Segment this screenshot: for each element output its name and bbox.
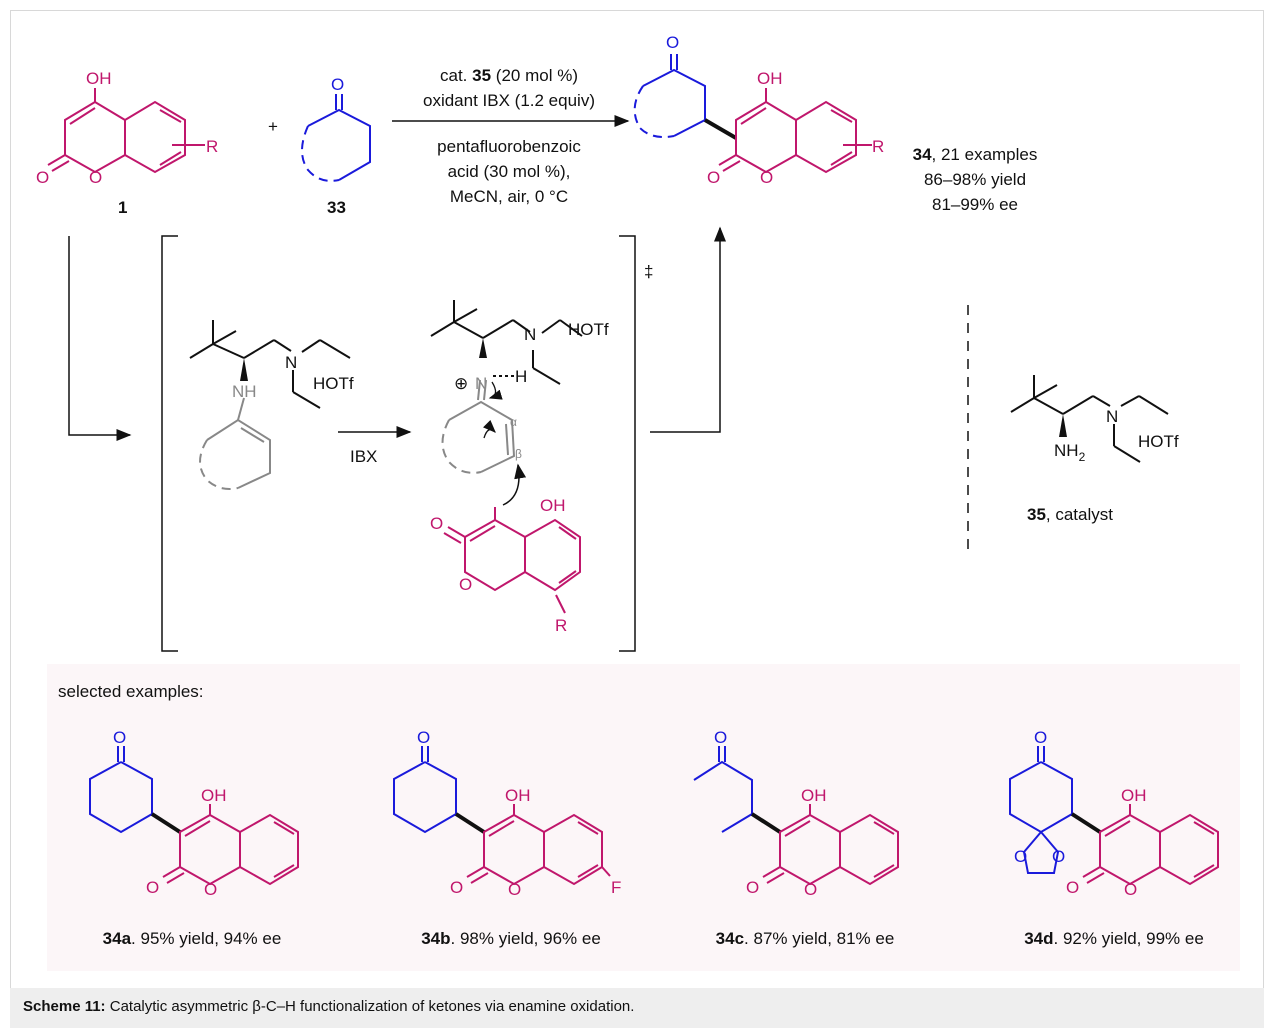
- catalyst-label: 35, catalyst: [1027, 505, 1113, 524]
- ketone-33-o: O: [331, 75, 344, 94]
- conditions-solvent: MeCN, air, 0 °C: [450, 187, 568, 206]
- example-34d-caption: 34d. 92% yield, 99% ee: [1024, 929, 1204, 948]
- example-34c-structure: [693, 746, 899, 886]
- example-34c-ring-o: O: [804, 880, 817, 899]
- product-34-ketone-o: O: [666, 33, 679, 52]
- enamine-nh: NH: [232, 382, 257, 401]
- catalyst-nh2: NH2: [1054, 441, 1086, 464]
- conditions-oxidant: oxidant IBX (1.2 equiv): [423, 91, 595, 110]
- mechanism-exit-arrow: [650, 226, 726, 433]
- product-34-ee: 81–99% ee: [932, 195, 1018, 214]
- example-34d-ring-o: O: [1124, 880, 1137, 899]
- product-34-yield: 86–98% yield: [924, 170, 1026, 189]
- example-34a-caption: 34a. 95% yield, 94% ee: [103, 929, 282, 948]
- catalyst-n: N: [1106, 407, 1118, 426]
- ts-alpha: α: [510, 415, 517, 429]
- enamine-n: N: [285, 353, 297, 372]
- ts-iminium-n: N: [475, 374, 487, 393]
- example-34b-lactone-o: O: [450, 878, 463, 897]
- product-34-summary: 34, 21 examples: [913, 145, 1038, 164]
- plus-sign: +: [268, 117, 278, 136]
- ts-h: H: [515, 367, 527, 386]
- example-34d-ketal-o-left: O: [1014, 847, 1027, 866]
- example-34c-lactone-o: O: [746, 878, 759, 897]
- compound-1-label: 1: [118, 198, 127, 217]
- mechanism-entry-arrow: [68, 236, 132, 441]
- ts-nucleophile-oh: OH: [540, 496, 566, 515]
- example-34a-o: O: [113, 728, 126, 747]
- example-34a-ring-o: O: [204, 880, 217, 899]
- ts-hotf: HOTf: [568, 320, 609, 339]
- coumarin-1-r: R: [206, 137, 218, 156]
- example-34c-caption: 34c. 87% yield, 81% ee: [716, 929, 895, 948]
- example-34b-ring-o: O: [508, 880, 521, 899]
- conditions-additive: pentafluorobenzoic: [437, 137, 581, 156]
- example-34d-oh: OH: [1121, 786, 1147, 805]
- ts-bracket-right: [619, 235, 636, 652]
- ts-nucleophile-carbonyl-o: O: [430, 514, 443, 533]
- example-34b-o: O: [417, 728, 430, 747]
- product-34-ring-o: O: [760, 168, 773, 187]
- ts-nucleophile-r: R: [555, 616, 567, 635]
- caption-label: Scheme 11:: [23, 998, 106, 1015]
- ts-dagger: ‡: [644, 262, 653, 281]
- product-34-oh: OH: [757, 69, 783, 88]
- compound-33-label: 33: [327, 198, 346, 217]
- coumarin-1-structure: [47, 88, 205, 174]
- selected-examples-panel: [47, 664, 1240, 971]
- example-34d-structure: [1009, 746, 1219, 886]
- coumarin-1-ring-o: O: [89, 168, 102, 187]
- ibx-label: IBX: [350, 447, 377, 466]
- example-34d-ketal-o-right: O: [1052, 847, 1065, 866]
- enamine-hotf: HOTf: [313, 374, 354, 393]
- example-34d-o: O: [1034, 728, 1047, 747]
- example-34a-oh: OH: [201, 786, 227, 805]
- ts-nucleophile-ring-o: O: [459, 575, 472, 594]
- selected-examples-heading: selected examples:: [58, 682, 204, 701]
- example-34b-oh: OH: [505, 786, 531, 805]
- ketone-33-structure: [301, 94, 371, 182]
- example-34c-o: O: [714, 728, 727, 747]
- enamine-intermediate: [189, 320, 351, 490]
- example-34b-f: F: [611, 878, 621, 897]
- conditions-additive-amount: acid (30 mol %),: [448, 162, 571, 181]
- conditions-catalyst: cat. 35 (20 mol %): [440, 66, 578, 85]
- ts-beta: β: [515, 447, 522, 461]
- catalyst-hotf: HOTf: [1138, 432, 1179, 451]
- caption-text: Catalytic asymmetric β-C–H functionaliza…: [105, 998, 635, 1015]
- scheme-caption: Scheme 11: Catalytic asymmetric β-C–H fu…: [10, 988, 1264, 1028]
- coumarin-1-oh: OH: [86, 69, 112, 88]
- coumarin-1-carbonyl-o: O: [36, 168, 49, 187]
- transition-state-structure: [430, 300, 583, 614]
- reaction-scheme: OH R O O 1 + O 33 cat. 35 (20 mol %) oxi…: [36, 33, 1219, 948]
- product-34-lactone-o: O: [707, 168, 720, 187]
- example-34a-lactone-o: O: [146, 878, 159, 897]
- example-34b-caption: 34b. 98% yield, 96% ee: [421, 929, 601, 948]
- ts-positive-charge: ⊕: [454, 374, 468, 393]
- example-34d-lactone-o: O: [1066, 878, 1079, 897]
- example-34a-structure: [89, 746, 299, 886]
- ts-bracket-left: [161, 235, 178, 652]
- product-34-structure: [633, 54, 872, 174]
- example-34c-oh: OH: [801, 786, 827, 805]
- example-34b-structure: [393, 746, 611, 886]
- product-34-r: R: [872, 137, 884, 156]
- ts-amine-n: N: [524, 325, 536, 344]
- catalyst-35-structure: [1010, 375, 1169, 463]
